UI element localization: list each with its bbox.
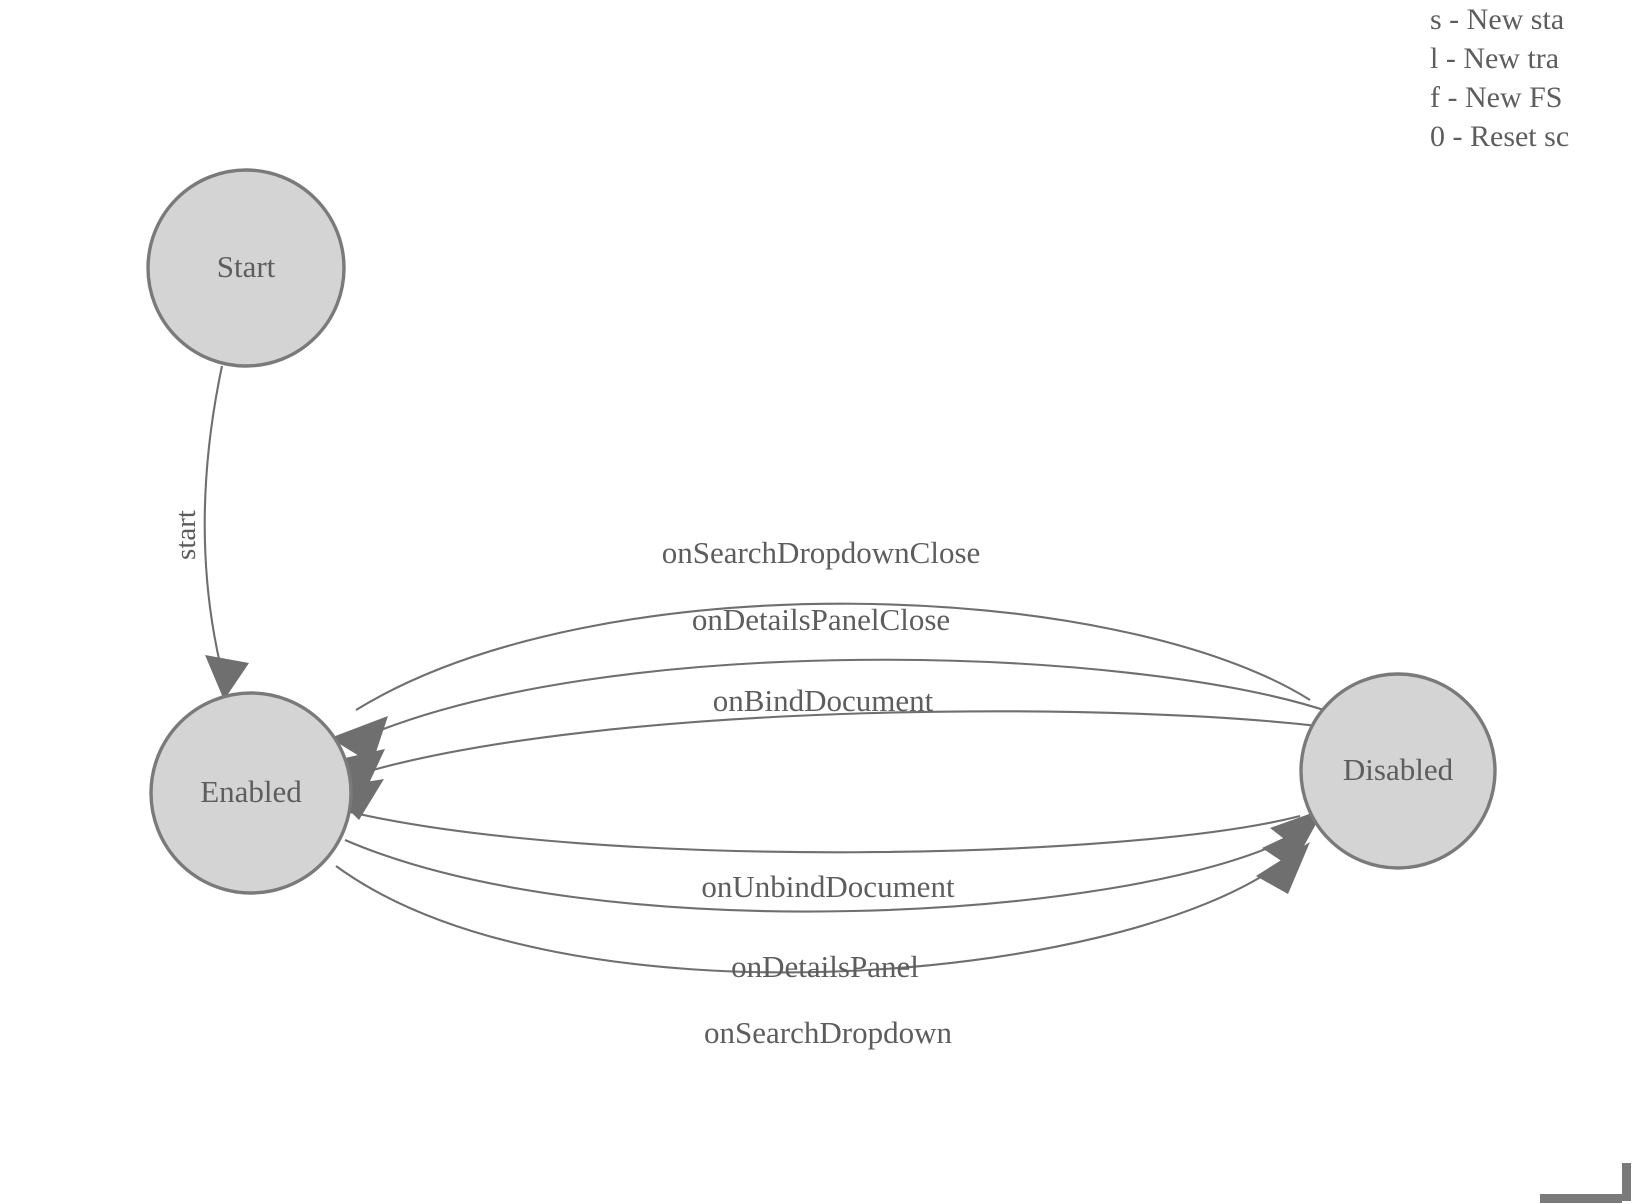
- edge-label-onsearchdropdownclose: onSearchDropdownClose: [662, 535, 981, 570]
- node-enabled-label: Enabled: [200, 774, 302, 809]
- arrowhead-onsearchdropdown: [1256, 842, 1310, 894]
- edge-label-onbinddocument: onBindDocument: [713, 683, 934, 718]
- node-enabled[interactable]: Enabled: [149, 691, 353, 895]
- edge-path-onbinddocument: [351, 710, 1350, 778]
- horizontal-scrollbar-track[interactable]: [0, 1193, 1632, 1204]
- node-enabled-shape: [149, 691, 353, 895]
- edge-start-to-enabled[interactable]: [203, 365, 249, 700]
- edge-label-ondetailspanelclose: onDetailsPanelClose: [692, 602, 950, 637]
- edge-label-ondetailspanel: onDetailsPanel: [731, 949, 919, 984]
- edge-onbinddocument[interactable]: [327, 710, 1350, 820]
- legend-line-reset: 0 - Reset sc: [1430, 120, 1570, 153]
- horizontal-scrollbar-thumb[interactable]: [1540, 1194, 1622, 1203]
- node-start-label: Start: [217, 249, 276, 284]
- edge-label-onunbinddocument: onUnbindDocument: [701, 869, 955, 904]
- edge-path-onsearchdropdown: [335, 861, 1284, 974]
- vertical-scrollbar-track[interactable]: [1621, 0, 1632, 1204]
- node-disabled-label: Disabled: [1343, 752, 1454, 787]
- node-start[interactable]: Start: [146, 168, 346, 368]
- edge-label-start: start: [170, 510, 202, 560]
- vertical-scrollbar-thumb[interactable]: [1622, 1163, 1631, 1201]
- edge-path-ondetailspanel: [344, 837, 1291, 913]
- node-disabled-shape: [1299, 672, 1497, 870]
- edge-ondetailspanelclose[interactable]: [327, 658, 1331, 794]
- legend-line-new-state: s - New sta: [1430, 3, 1565, 36]
- node-start-shape: [146, 168, 346, 368]
- arrowhead-start-to-enabled: [205, 655, 249, 700]
- keyboard-shortcut-legend: s - New sta l - New tra f - New FS 0 - R…: [1430, 0, 1632, 156]
- edge-path-ondetailspanelclose: [351, 658, 1331, 743]
- edge-onsearchdropdown[interactable]: [335, 842, 1310, 974]
- edge-onunbinddocument[interactable]: [349, 808, 1326, 854]
- edge-ondetailspanel[interactable]: [344, 822, 1317, 913]
- arrowhead-ondetailspanel: [1262, 822, 1317, 868]
- node-disabled[interactable]: Disabled: [1299, 672, 1497, 870]
- legend-line-new-transition: l - New tra: [1430, 42, 1560, 75]
- edge-path-start: [203, 365, 224, 669]
- legend-line-new-fsm: f - New FS: [1430, 81, 1563, 114]
- edge-path-onunbinddocument: [349, 810, 1301, 854]
- edge-path-onsearchdropdownclose: [355, 602, 1311, 711]
- edge-label-onsearchdropdown: onSearchDropdown: [704, 1015, 952, 1050]
